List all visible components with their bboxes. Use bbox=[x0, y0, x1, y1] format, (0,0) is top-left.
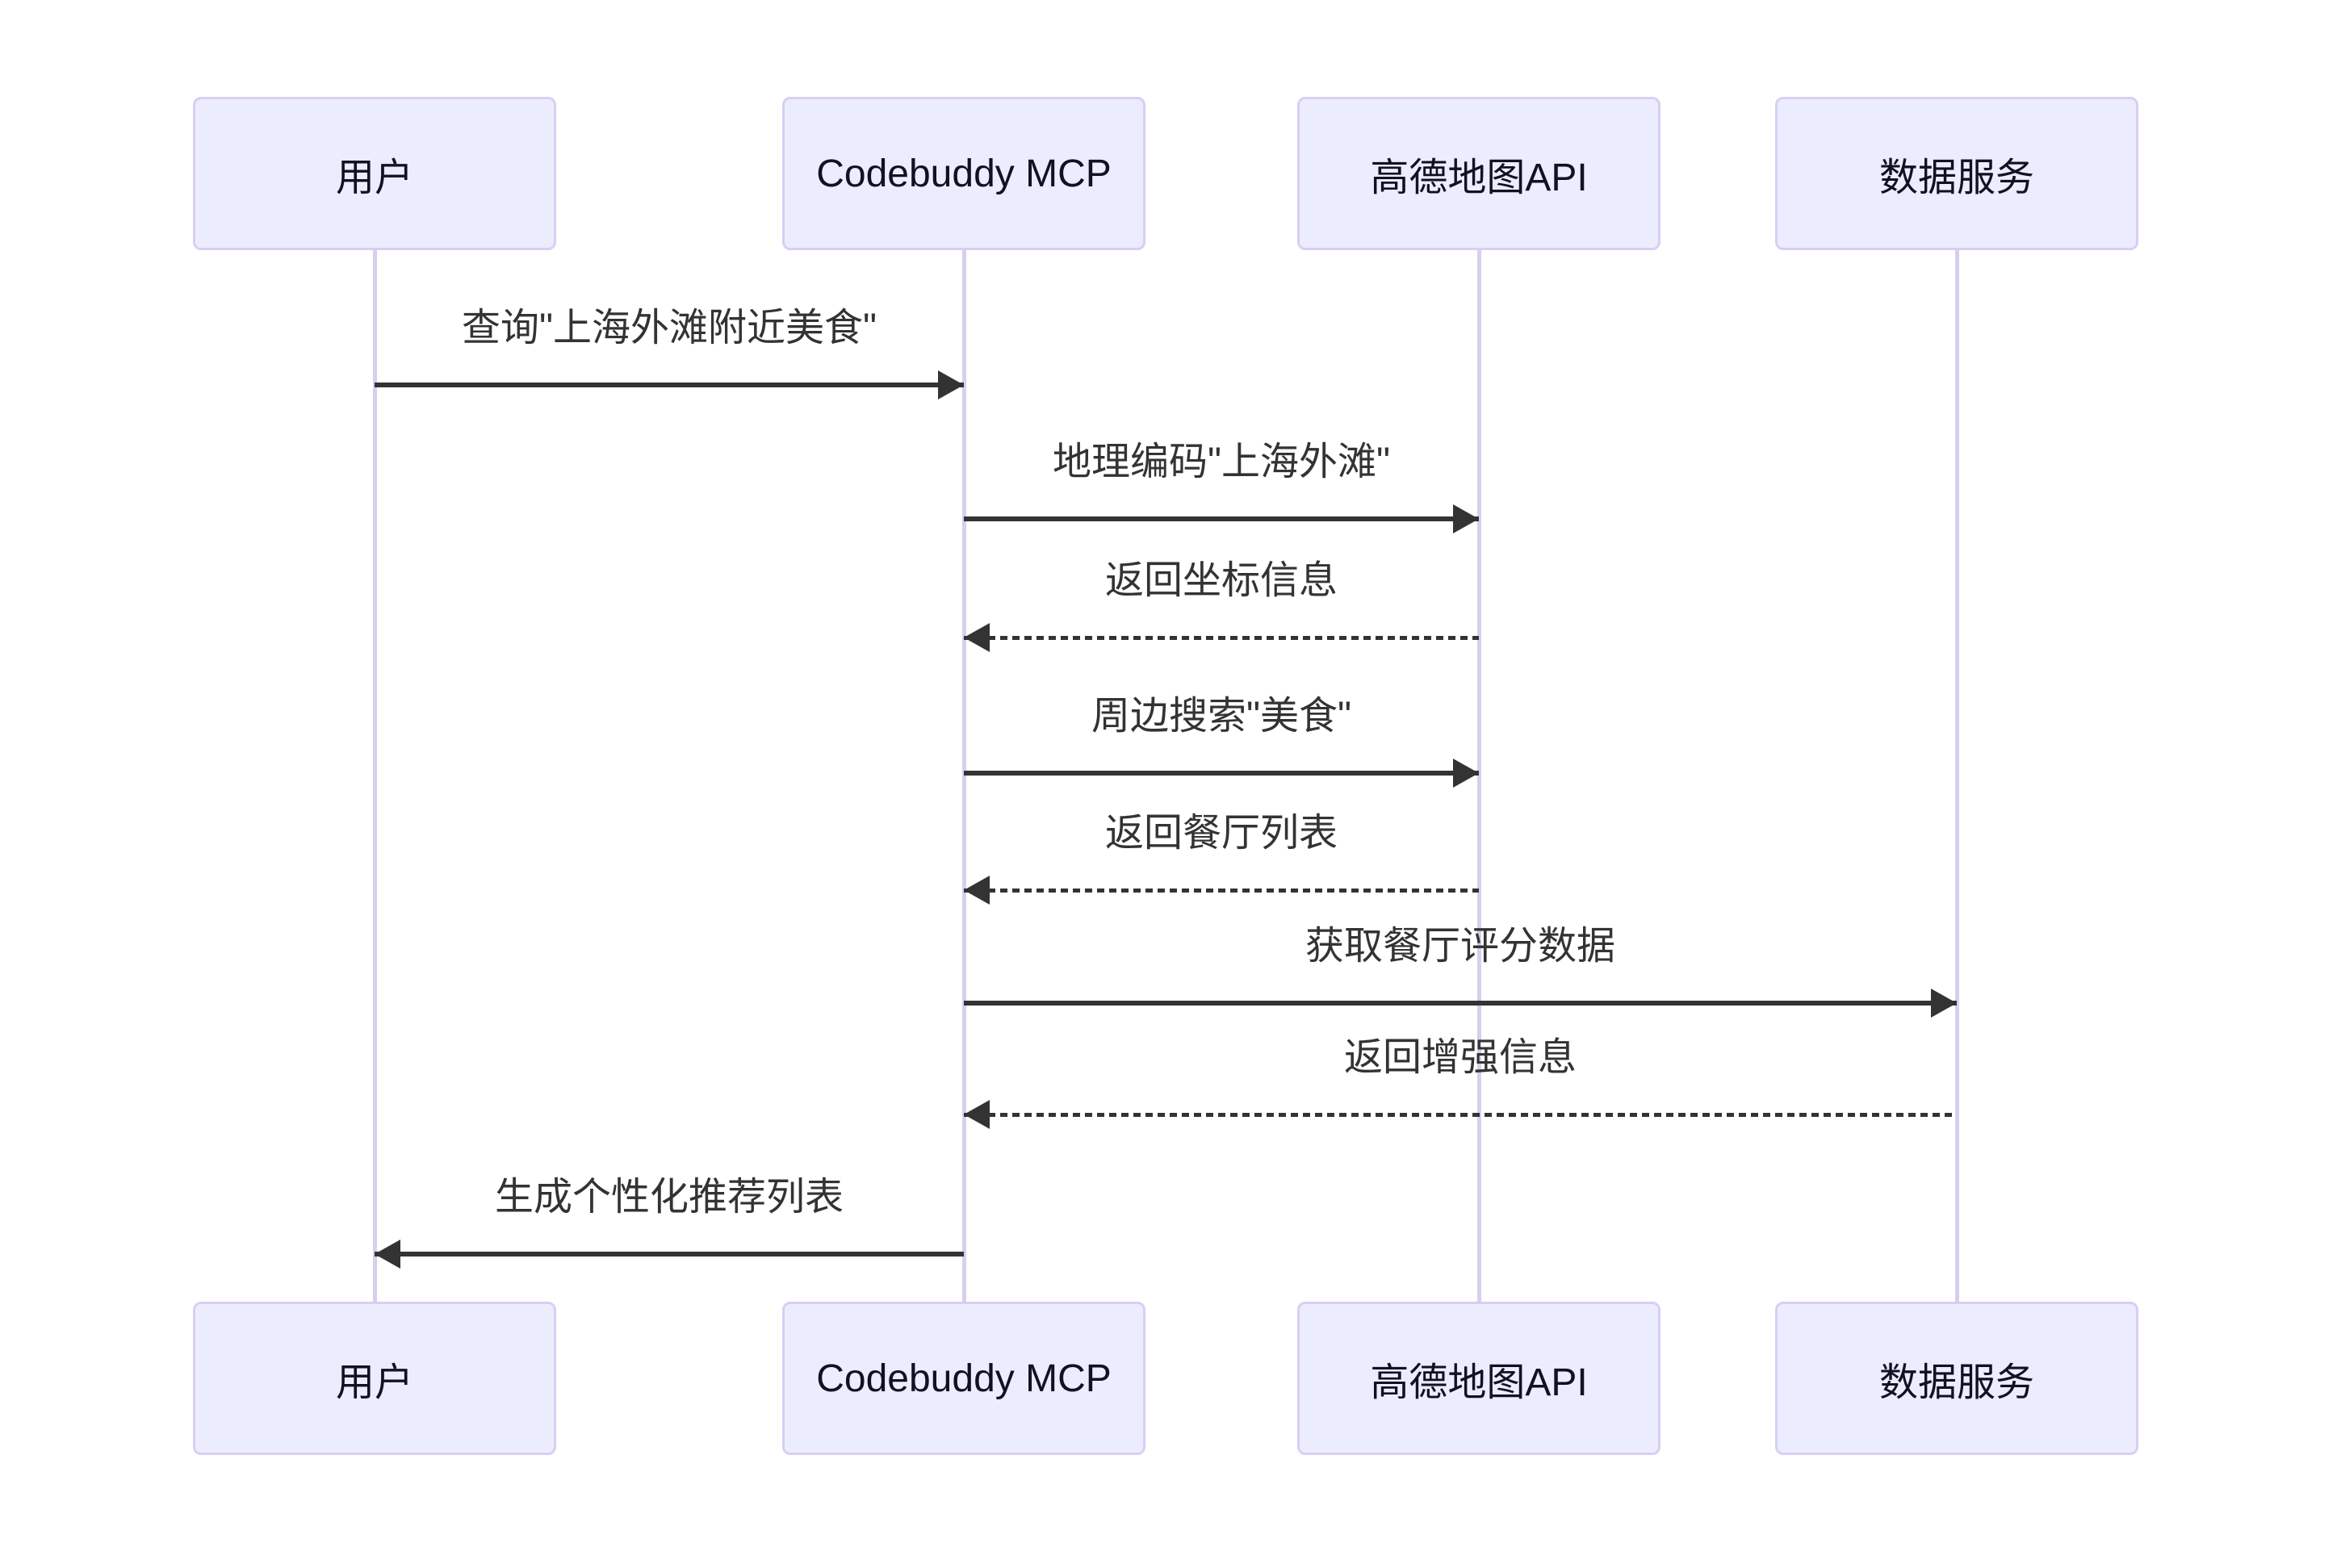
message-1-line bbox=[375, 383, 964, 387]
actor-label: Codebuddy MCP bbox=[816, 1357, 1112, 1400]
message-7-label: 返回增强信息 bbox=[1343, 1036, 1577, 1079]
actor-bottom-data-service: 数据服务 bbox=[1775, 1302, 2138, 1455]
actor-label: 数据服务 bbox=[1878, 157, 2034, 199]
message-4-label: 周边搜索"美食" bbox=[1091, 695, 1352, 738]
message-1-arrowhead-icon bbox=[938, 370, 964, 399]
message-2-line bbox=[964, 516, 1479, 521]
actor-top-amap-api: 高德地图API bbox=[1297, 97, 1660, 250]
message-3-label: 返回坐标信息 bbox=[1104, 559, 1338, 602]
lifeline-user bbox=[373, 250, 377, 1302]
message-5-label: 返回餐厅列表 bbox=[1104, 812, 1338, 855]
message-6-line bbox=[964, 1001, 1957, 1006]
actor-label: 用户 bbox=[335, 157, 413, 199]
lifeline-codebuddy-mcp bbox=[962, 250, 966, 1302]
message-2-label: 地理编码"上海外滩" bbox=[1052, 441, 1391, 483]
actor-top-codebuddy-mcp: Codebuddy MCP bbox=[782, 97, 1145, 250]
message-7-arrowhead-icon bbox=[964, 1100, 990, 1129]
actor-top-user: 用户 bbox=[193, 97, 556, 250]
actor-bottom-codebuddy-mcp: Codebuddy MCP bbox=[782, 1302, 1145, 1455]
actor-label: 数据服务 bbox=[1878, 1361, 2034, 1404]
message-1-label: 查询"上海外滩附近美食" bbox=[461, 307, 877, 349]
message-5-line bbox=[964, 889, 1479, 893]
message-6-arrowhead-icon bbox=[1931, 989, 1957, 1018]
message-4-line bbox=[964, 771, 1479, 776]
lifeline-amap-api bbox=[1477, 250, 1481, 1302]
actor-top-data-service: 数据服务 bbox=[1775, 97, 2138, 250]
message-6-label: 获取餐厅评分数据 bbox=[1305, 925, 1615, 968]
actor-label: 高德地图API bbox=[1370, 1361, 1588, 1404]
message-2-arrowhead-icon bbox=[1453, 504, 1479, 533]
actor-bottom-user: 用户 bbox=[193, 1302, 556, 1455]
actor-label: Codebuddy MCP bbox=[816, 152, 1112, 195]
message-3-arrowhead-icon bbox=[964, 623, 990, 652]
actor-bottom-amap-api: 高德地图API bbox=[1297, 1302, 1660, 1455]
message-5-arrowhead-icon bbox=[964, 876, 990, 905]
message-8-label: 生成个性化推荐列表 bbox=[494, 1176, 844, 1219]
message-8-arrowhead-icon bbox=[375, 1240, 400, 1269]
actor-label: 用户 bbox=[335, 1361, 413, 1404]
actor-label: 高德地图API bbox=[1370, 157, 1588, 199]
message-8-line bbox=[375, 1252, 964, 1256]
message-4-arrowhead-icon bbox=[1453, 759, 1479, 788]
message-7-line bbox=[964, 1113, 1957, 1117]
message-3-line bbox=[964, 636, 1479, 640]
lifeline-data-service bbox=[1955, 250, 1959, 1302]
